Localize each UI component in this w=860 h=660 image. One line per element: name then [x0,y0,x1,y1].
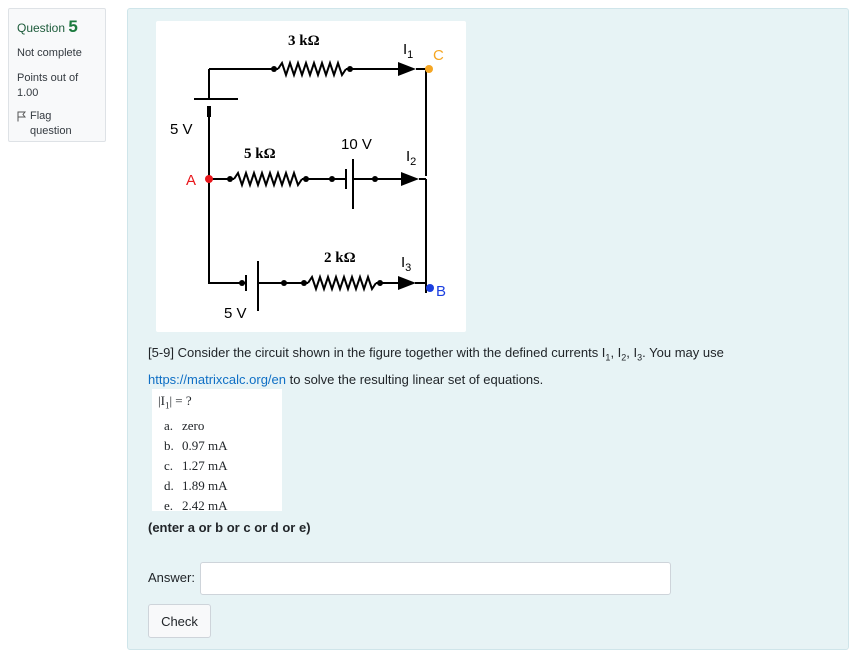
choice-item: d.1.89 mA [164,477,228,493]
node-c-label: C [433,47,444,64]
current-arrows [398,62,426,290]
flag-label-1: Flag [30,110,52,122]
answer-label: Answer: [148,570,195,585]
flag-icon [17,111,26,122]
choices-prompt: |I1| = ? [158,393,192,411]
question-number-value: 5 [68,17,78,36]
choice-item: b.0.97 mA [164,437,228,453]
node-b-label: B [436,283,446,300]
top-resistor [277,59,347,79]
arrow-i2 [401,172,419,186]
answer-hint: (enter a or b or c or d or e) [148,520,311,535]
matrixcalc-link[interactable]: https://matrixcalc.org/en [148,371,286,387]
circuit-diagram: 3 kΩ 5 kΩ 2 kΩ 5 V 10 V 5 V I1 I2 I3 A B… [170,33,446,322]
circuit-figure: 3 kΩ 5 kΩ 2 kΩ 5 V 10 V 5 V I1 I2 I3 A B… [156,21,466,332]
grade-line-2: 1.00 [17,87,39,99]
grade-line-1: Points out of [17,72,79,84]
arrow-i3 [398,276,416,290]
question-grade: Points out of 1.00 [17,71,97,101]
bottom-battery-label: 5 V [224,305,247,322]
choice-item: a.zero [164,417,205,433]
top-resistor-label: 3 kΩ [288,33,320,49]
question-label: Question [17,21,66,35]
choice-item: c.1.27 mA [164,457,228,473]
current-i1-label: I1 [403,41,413,61]
question-info-panel: Question 5 Not complete Points out of 1.… [8,8,106,142]
question-number: Question 5 [17,17,97,37]
current-i2-label: I2 [406,148,416,168]
choices-list: a.zero b.0.97 mA c.1.27 mA d.1.89 mA e.2… [158,416,276,516]
node-a-label: A [186,172,196,189]
flag-label-2: question [30,125,72,137]
question-state: Not complete [17,47,82,59]
choice-item: e.2.42 mA [164,497,228,513]
bottom-resistor [307,273,377,293]
middle-resistor-label: 5 kΩ [244,146,276,162]
question-text: [5-9] Consider the circuit shown in the … [148,345,724,387]
bottom-resistor-label: 2 kΩ [324,250,356,266]
answer-input[interactable] [200,562,671,595]
node-c-dot [425,65,433,73]
left-battery-label: 5 V [170,121,193,138]
choices-box: |I1| = ? a.zero b.0.97 mA c.1.27 mA d.1.… [152,389,282,513]
question-content: 3 kΩ 5 kΩ 2 kΩ 5 V 10 V 5 V I1 I2 I3 A B… [127,8,849,650]
node-a-dot [205,175,213,183]
check-button[interactable]: Check [148,604,211,638]
middle-battery-label: 10 V [341,136,372,153]
flag-question-link[interactable]: Flag question [17,109,97,139]
node-b-dot [426,284,434,292]
current-i3-label: I3 [401,254,411,274]
middle-resistor [233,169,303,189]
arrow-i1 [398,62,416,76]
